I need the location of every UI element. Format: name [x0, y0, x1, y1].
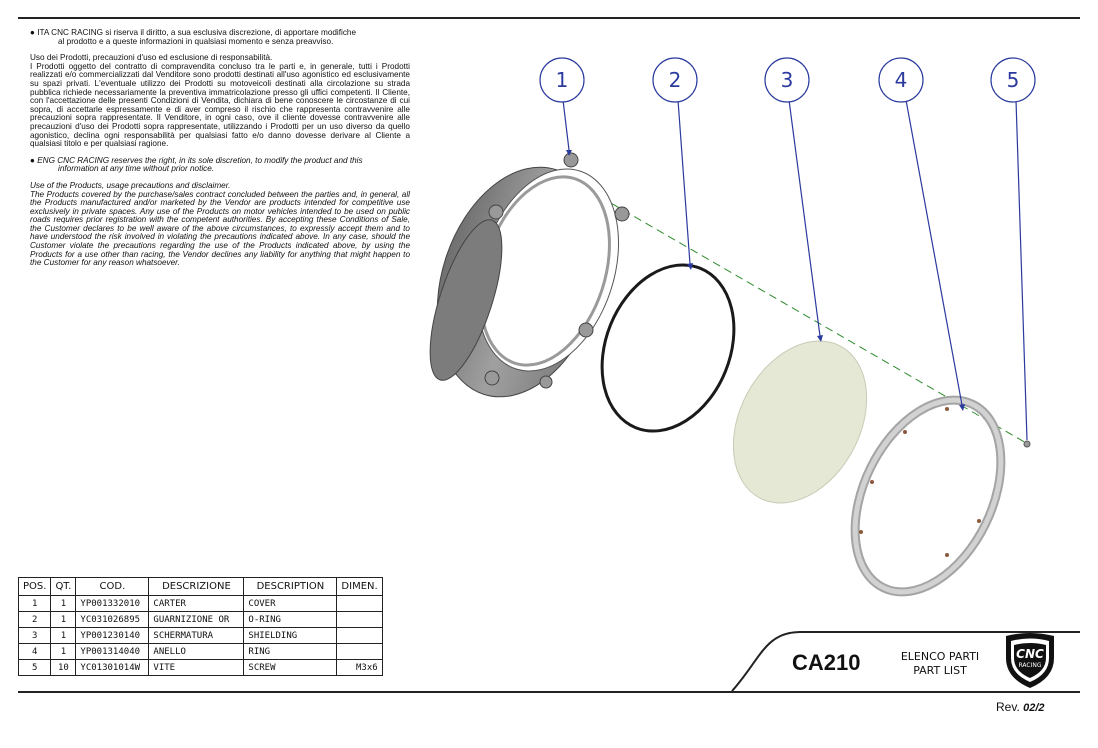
cell-descrizione: ANELLO — [148, 643, 245, 660]
callout-label-1: 1 — [556, 68, 569, 92]
part-2-o-ring — [600, 263, 736, 433]
ita-title: Uso dei Prodotti, precauzioni d'uso ed e… — [30, 53, 273, 63]
leader-line-5 — [1015, 99, 1028, 441]
cell-descrizione: GUARNIZIONE OR — [148, 611, 245, 628]
callout-circle-3 — [764, 57, 810, 103]
cell-descrizione: SCHERMATURA — [148, 627, 245, 644]
header-cod: COD. — [75, 577, 150, 596]
disclaimer: ● ITA CNC RACING si riserva il diritto, … — [30, 28, 410, 268]
cell-cod: YP001230140 — [75, 627, 150, 644]
part-4-ring — [850, 395, 1006, 597]
callout-circle-1 — [539, 57, 585, 103]
part-3-shielding — [732, 340, 868, 504]
svg-text:CNC: CNC — [1016, 647, 1044, 661]
cell-description: O-RING — [243, 611, 338, 628]
leader-line-1 — [562, 99, 570, 151]
cell-cod: YP001332010 — [75, 595, 150, 612]
table-row: 3 1 YP001230140 SCHERMATURA SHIELDING — [17, 627, 383, 644]
table-row: 1 1 YP001332010 CARTER COVER — [17, 595, 383, 612]
header-qt: QT. — [50, 577, 77, 596]
cell-pos: 4 — [17, 643, 52, 660]
eng-body: The Products covered by the purchase/sal… — [30, 189, 410, 268]
cell-dimen — [336, 627, 383, 644]
callout-label-3: 3 — [781, 68, 794, 92]
revision: Rev. 02/2 — [996, 700, 1045, 714]
cell-pos: 5 — [17, 659, 52, 676]
part-list-title: ELENCO PARTI PART LIST — [890, 650, 990, 678]
cell-qt: 1 — [50, 627, 77, 644]
cell-dimen — [336, 611, 383, 628]
leader-line-3 — [788, 99, 821, 337]
ita-heading-2: al prodotto e a queste informazioni in q… — [58, 36, 334, 46]
callout-label-2: 2 — [669, 68, 682, 92]
frame-bottom-line — [18, 691, 1080, 693]
cell-dimen: M3x6 — [336, 659, 383, 676]
ita-heading-1: ● ITA CNC RACING si riserva il diritto, … — [30, 28, 357, 37]
cell-pos: 1 — [17, 595, 52, 612]
header-dimen: DIMEN. — [336, 577, 383, 596]
part-5-screw — [1023, 440, 1031, 448]
eng-title: Use of the Products, usage precautions a… — [30, 180, 231, 190]
cell-cod: YC01301014W — [75, 659, 150, 676]
header-pos: POS. — [17, 577, 52, 596]
table-row: 2 1 YC031026895 GUARNIZIONE OR O-RING — [17, 611, 383, 628]
header-description: DESCRIPTION — [243, 577, 338, 596]
table-header-row: POS. QT. COD. DESCRIZIONE DESCRIPTION DI… — [17, 577, 383, 596]
cell-description: RING — [243, 643, 338, 660]
cell-dimen — [336, 595, 383, 612]
ita-body: I Prodotti oggetto del contratto di comp… — [30, 61, 410, 149]
cell-cod: YP001314040 — [75, 643, 150, 660]
cell-descrizione: CARTER — [148, 595, 245, 612]
cell-qt: 10 — [50, 659, 77, 676]
revision-value: 02/2 — [1023, 702, 1045, 714]
drawing-code: CA210 — [792, 650, 861, 675]
revision-label: Rev. — [996, 700, 1020, 714]
table-row: 5 10 YC01301014W VITE SCREW M3x6 — [17, 659, 383, 676]
callout-circle-4 — [878, 57, 924, 103]
cell-qt: 1 — [50, 643, 77, 660]
callout-label-4: 4 — [895, 68, 908, 92]
callout-label-5: 5 — [1007, 68, 1020, 92]
eng-heading-1: ● ENG CNC RACING reserves the right, in … — [30, 155, 363, 165]
cell-description: COVER — [243, 595, 338, 612]
cell-description: SHIELDING — [243, 627, 338, 644]
cell-descrizione: VITE — [148, 659, 245, 676]
leader-line-2 — [677, 99, 691, 265]
part-1-cover — [429, 152, 630, 398]
cell-dimen — [336, 643, 383, 660]
cnc-racing-logo: CNC RACING — [1006, 633, 1054, 688]
part-list-title-it: ELENCO PARTI — [900, 650, 980, 663]
cell-qt: 1 — [50, 611, 77, 628]
eng-heading-2: information at any time without prior no… — [58, 164, 215, 174]
parts-table: POS. QT. COD. DESCRIZIONE DESCRIPTION DI… — [17, 577, 383, 676]
cell-pos: 2 — [17, 611, 52, 628]
svg-text:RACING: RACING — [1018, 662, 1041, 669]
cell-cod: YC031026895 — [75, 611, 150, 628]
callout-circle-5 — [990, 57, 1036, 103]
callout-circle-2 — [652, 57, 698, 103]
cell-pos: 3 — [17, 627, 52, 644]
title-block-outline — [731, 631, 1080, 692]
table-row: 4 1 YP001314040 ANELLO RING — [17, 643, 383, 660]
cell-description: SCREW — [243, 659, 338, 676]
header-descrizione: DESCRIZIONE — [148, 577, 245, 596]
leader-line-4 — [905, 99, 963, 406]
part-list-title-en: PART LIST — [913, 664, 967, 677]
frame-top-line — [18, 17, 1080, 19]
cell-qt: 1 — [50, 595, 77, 612]
